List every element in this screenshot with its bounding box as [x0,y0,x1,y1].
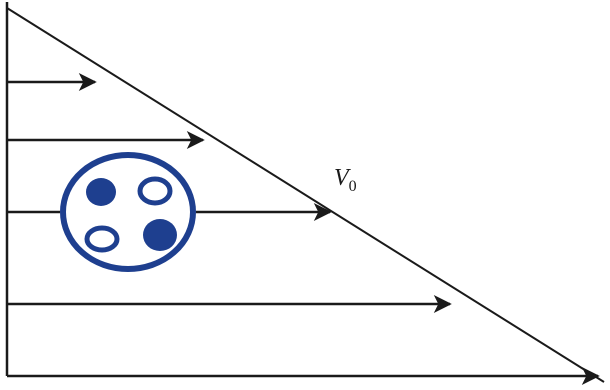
ring-bottom-left [84,225,120,253]
velocity-label: V0 [334,165,357,195]
solid-dot-bottom-right [143,219,177,251]
particle-outline [60,152,196,272]
solid-dot-top-left [86,178,116,206]
velocity-profile-line [6,7,605,383]
velocity-label-subscript: 0 [349,178,357,195]
velocity-label-main: V [334,165,351,191]
ring-top-right [137,176,173,206]
particle [60,152,196,272]
